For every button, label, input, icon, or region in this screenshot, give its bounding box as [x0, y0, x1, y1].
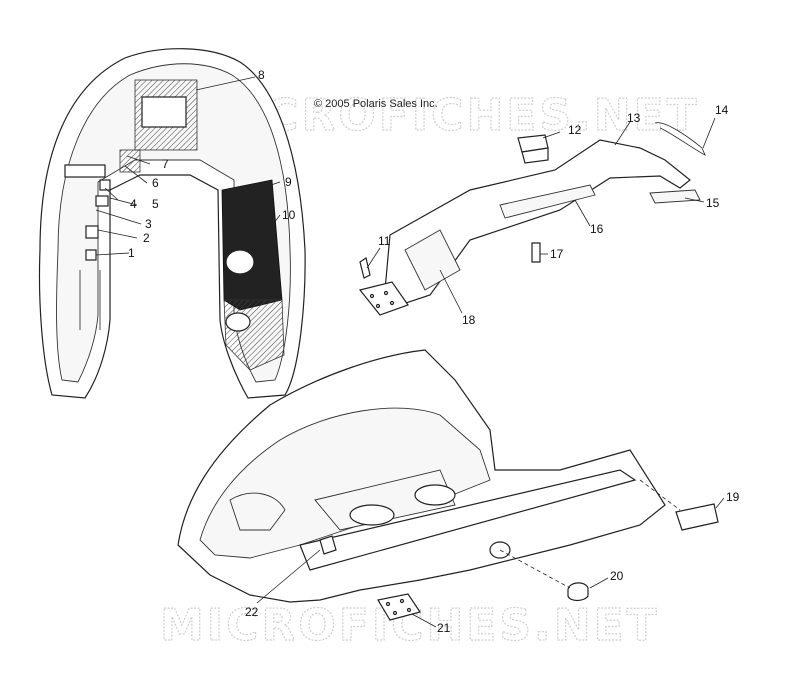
callout-5: 5 [152, 197, 159, 211]
callout-4: 4 [130, 197, 137, 211]
leader-lines [95, 76, 725, 628]
callout-6: 6 [152, 176, 159, 190]
insulation-pad-9 [221, 179, 283, 311]
callout-22: 22 [245, 605, 259, 619]
callout-18: 18 [462, 313, 476, 327]
callout-7: 7 [162, 157, 169, 171]
callout-1: 1 [128, 246, 135, 260]
copyright-text: © 2005 Polaris Sales Inc. [314, 98, 438, 110]
callout-12: 12 [568, 123, 582, 137]
callout-2: 2 [143, 231, 150, 245]
reflector-19 [675, 503, 719, 531]
callout-16: 16 [590, 222, 604, 236]
callout-10: 10 [282, 208, 296, 222]
callout-11: 11 [378, 234, 391, 248]
hood-underside [38, 48, 306, 399]
plate-21 [377, 593, 421, 621]
console-panel [358, 122, 706, 316]
plug-20 [567, 582, 589, 602]
callout-20: 20 [610, 569, 624, 583]
callout-14: 14 [715, 103, 729, 117]
hood-assembly [177, 349, 719, 621]
callout-15: 15 [706, 196, 720, 210]
callout-labels: 1 2 3 4 5 6 7 8 9 10 11 12 13 14 15 16 1… [128, 68, 740, 635]
callout-17: 17 [550, 247, 564, 261]
callout-21: 21 [437, 621, 451, 635]
bracket-plate [358, 281, 409, 316]
callout-8: 8 [258, 68, 265, 82]
callout-13: 13 [627, 111, 641, 125]
callout-3: 3 [145, 217, 152, 231]
callout-9: 9 [285, 175, 292, 189]
callout-19: 19 [726, 490, 740, 504]
